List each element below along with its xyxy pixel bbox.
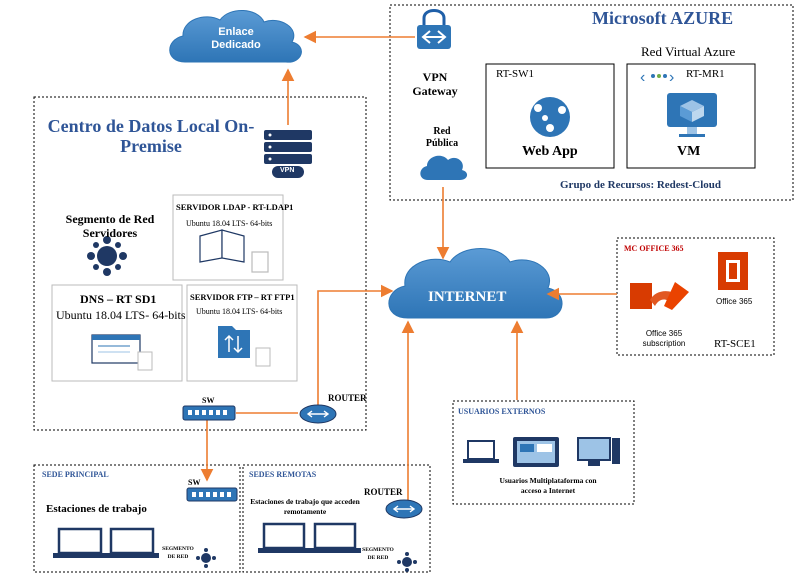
ftp-box [186, 284, 298, 382]
dns-box [51, 284, 183, 382]
office-id: RT-SCE1 [714, 338, 756, 350]
hq-segment-icon [196, 548, 216, 568]
hq-sw-label: SW [188, 478, 201, 487]
dns-title: DNS – RT SD1 [80, 292, 157, 306]
resource-group-label: Grupo de Recursos: Redest-Cloud [560, 179, 722, 191]
office-product: Office 365 [716, 297, 753, 306]
remote-workstation-icon-1 [258, 522, 310, 553]
remote-workstation-icon-2 [309, 522, 361, 553]
external-boundary [452, 400, 635, 505]
office-subscription-icon [630, 282, 689, 310]
sw-label: SW [202, 396, 215, 405]
public-net-cloud-icon [420, 155, 468, 180]
remote-segment-label: SEGMENTO DE RED [362, 547, 394, 561]
external-tablet-icon [513, 437, 559, 467]
dns-window-icon [91, 334, 153, 371]
vpn-badge: VPN [280, 167, 295, 174]
hq-title: SEDE PRINCIPAL [42, 470, 109, 479]
external-laptop-icon [463, 440, 499, 463]
ldap-title: SERVIDOR LDAP - RT-LDAP1 [176, 202, 294, 212]
remote-router-icon [385, 499, 423, 519]
office-title: MC OFFICE 365 [624, 244, 684, 253]
vm-box [626, 63, 756, 169]
hq-workstation-icon-1 [53, 527, 107, 558]
vpn-server-icon [264, 130, 312, 178]
dns-os: Ubuntu 18.04 LTS- 64-bits [56, 308, 186, 322]
vpn-gateway-label: VPN Gateway [412, 70, 458, 98]
svg-text:›: › [669, 69, 674, 86]
vnet-label: Red Virtual Azure [641, 44, 736, 59]
webapp-icon [530, 97, 570, 137]
vpn-gateway-icon [417, 9, 451, 49]
vm-label: VM [677, 144, 701, 159]
router-label: ROUTER [328, 393, 367, 403]
external-desktop-icon [577, 437, 620, 466]
ldap-book-icon [199, 229, 269, 273]
remote-title: SEDES REMOTAS [249, 470, 317, 479]
office-subscription: Office 365 subscription [642, 329, 686, 348]
switch-icon [182, 405, 236, 421]
svg-text:‹: ‹ [640, 69, 645, 86]
office-boundary [616, 237, 775, 356]
ldap-box [172, 194, 284, 281]
router-icon [299, 404, 337, 424]
internet-label: INTERNET [428, 289, 507, 305]
internet-cloud [388, 248, 563, 319]
hq-workstations: Estaciones de trabajo [46, 503, 147, 515]
external-desc: Usuarios Multiplataforma con acceso a In… [499, 476, 597, 495]
external-title: USUARIOS EXTERNOS [458, 407, 546, 416]
remote-router-label: ROUTER [364, 487, 403, 497]
webapp-label: Web App [522, 144, 578, 159]
remote-workstations: Estaciones de trabajo que acceden remota… [250, 497, 360, 516]
hq-boundary [33, 464, 241, 573]
vm-icon [667, 93, 717, 137]
public-net-label: Red Pública [425, 126, 459, 149]
ftp-title: SERVIDOR FTP – RT FTP1 [190, 292, 295, 302]
onprem-boundary [33, 96, 367, 431]
hq-segment-label: SEGMENTO DE RED [162, 546, 194, 560]
webapp-box [485, 63, 615, 169]
dedicated-link-cloud [169, 10, 302, 63]
ftp-os: Ubuntu 18.04 LTS- 64-bits [196, 307, 283, 316]
onprem-title: Centro de Datos Local On-Premise [47, 116, 255, 156]
azure-title: Microsoft AZURE [592, 8, 734, 28]
webapp-id: RT-SW1 [496, 68, 535, 80]
segment-label: Segmento de Red Servidores [65, 212, 155, 240]
ftp-folder-icon [218, 326, 271, 367]
remote-boundary [242, 464, 431, 573]
vnet-icon: ‹ › [640, 69, 674, 86]
server-segment-icon [87, 236, 127, 276]
remote-segment-icon [397, 552, 417, 572]
arrow-router-to-internet [317, 284, 394, 405]
ldap-os: Ubuntu 18.04 LTS- 64-bits [186, 219, 273, 228]
office365-icon [718, 252, 748, 290]
link-label: Enlace Dedicado [211, 26, 261, 51]
hq-switch-icon [186, 487, 238, 502]
vm-id: RT-MR1 [686, 68, 725, 80]
hq-workstation-icon-2 [105, 527, 159, 558]
azure-boundary [389, 4, 794, 201]
